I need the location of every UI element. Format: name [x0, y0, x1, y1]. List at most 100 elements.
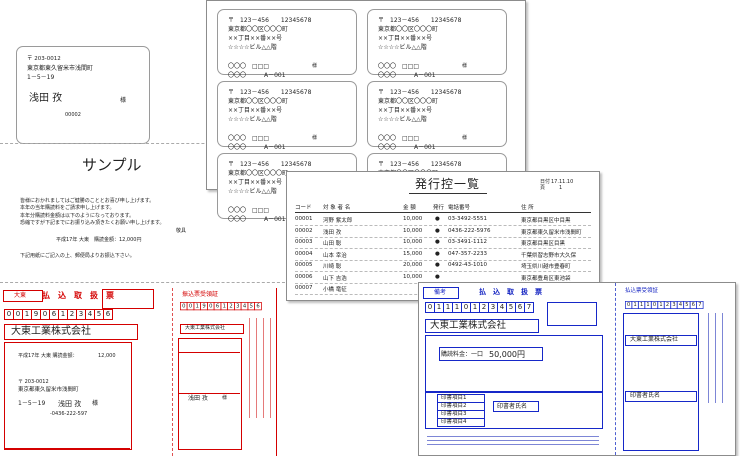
cell-code: 00001 [295, 216, 313, 222]
receipt-field: 印書者氏名 [630, 392, 661, 399]
cell-code: 00004 [295, 250, 313, 257]
slip-zip: 〒 203-0012 [18, 379, 49, 385]
col-code: コード [295, 205, 312, 211]
letter-footer: 下記用紙にご記入の上、郵便局よりお振込下さい。 [20, 253, 135, 259]
label-zip: 〒 123－456 12345678 [378, 17, 462, 24]
receipt-honorific: 様 [222, 395, 228, 401]
amount-value: 50,000円 [489, 350, 525, 359]
col-amount: 金 額 [403, 205, 416, 211]
label-building: ☆☆☆☆ビル△△階 [378, 44, 427, 51]
receipt-name: 浅田 孜 [188, 395, 208, 402]
label-label-code: 〇〇〇 A－001 [228, 144, 286, 151]
table-header: コード 対 象 者 名 金 額 発行 電話番号 住 所 [295, 200, 591, 213]
label-address2: ××丁目××番××号 [378, 107, 433, 114]
cell-code: 00007 [295, 285, 313, 291]
payee-box: 大東工業株式会社 [4, 324, 138, 340]
label-building: ☆☆☆☆ビル△△階 [228, 188, 277, 195]
label-honorific: 様 [312, 63, 318, 69]
label-zip: 〒 123－456 12345678 [378, 89, 462, 96]
label-label-code: 〇〇〇 A－001 [378, 144, 436, 151]
label-address1: 東京都〇〇区〇〇〇町 [228, 98, 289, 105]
letter-line: 本年分購読料金額は以下のようになっております。 [20, 212, 135, 219]
issued-dot-icon: ● [435, 216, 440, 222]
fold-line [0, 282, 290, 283]
cell-addr: 東京都東久留米市浅間町 [521, 229, 582, 236]
cell-amount: 15,000 [403, 250, 423, 257]
vertical-notes [705, 313, 729, 403]
cell-amount: 10,000 [403, 273, 423, 280]
label-building: ☆☆☆☆ビル△△階 [228, 44, 277, 51]
corner-box: 大東 [3, 290, 43, 302]
issue-list-sheet: 発行控一覧 日付 17.11.10 頁 1 コード 対 象 者 名 金 額 発行… [286, 171, 600, 301]
letter-line: 敬具 [175, 227, 186, 234]
cell-name: 小橋 竜征 [323, 287, 347, 293]
letter-title: サンプル [82, 156, 142, 174]
receipt-payee-box: 大東工業株式会社 [625, 335, 697, 346]
letter-body: 皆様におかれましてはご健勝のこととお喜び申し上げます。 本年の当年購読料をご請求… [20, 198, 200, 235]
print-field-label: 印書項目4 [441, 419, 467, 425]
postcard-honorific: 様 [120, 97, 127, 104]
label-label-code: 〇〇〇 A－001 [228, 72, 286, 79]
account-digit: 6 [103, 309, 113, 320]
receipt-box [178, 338, 242, 450]
payee-name: 大東工業株式会社 [11, 326, 91, 337]
cell-amount: 10,000 [403, 216, 423, 222]
cell-tel: 0436-222-5976 [448, 227, 491, 234]
message-box [425, 335, 603, 393]
cell-amount: 10,000 [403, 227, 423, 234]
payee-box: 大東工業株式会社 [425, 319, 539, 333]
amount-label: 購読料金：一口 [441, 351, 484, 358]
page-label: 頁 [540, 185, 546, 191]
slip-address2: 1－5－19 [18, 400, 46, 407]
payee-name: 大東工業株式会社 [430, 320, 507, 331]
label-zip: 〒 123－456 12345678 [378, 161, 462, 168]
letter-amount: 平成17年 大東 購読金額：12,000円 [56, 237, 142, 243]
right-margin-line [276, 288, 277, 456]
cell-code: 00005 [295, 262, 313, 268]
col-name: 対 象 者 名 [323, 205, 351, 211]
cell-tel: 03-3492-5551 [448, 216, 487, 222]
date-label: 日付 [540, 179, 551, 185]
cell-name: 山本 幸治 [323, 252, 347, 259]
cell-addr: 埼玉県川越市豊春町 [521, 264, 571, 270]
receipt-payee: 大東工業株式会社 [185, 325, 226, 331]
label-zip: 〒 123－456 12345678 [228, 89, 312, 96]
cell-name: 山下 吉浩 [323, 275, 347, 282]
cell-addr: 千葉県習志野市大久保 [521, 252, 577, 259]
cell-code: 00002 [295, 227, 313, 234]
corner-label: 大東 [14, 292, 27, 299]
label-name-left: 〇〇〇 □□□ [378, 63, 420, 70]
label-address2: ××丁目××番××号 [228, 107, 283, 114]
label-name-left: 〇〇〇 □□□ [228, 207, 270, 214]
col-tel: 電話番号 [448, 205, 471, 211]
cell-code: 00006 [295, 273, 313, 280]
letter-line: 本年の当年購読料をご請求申し上げます。 [20, 205, 115, 212]
address-box [4, 342, 132, 450]
postcard-address2: 1－5－19 [27, 74, 55, 81]
issued-dot-icon: ● [435, 239, 440, 245]
amount-box [439, 347, 543, 361]
cell-amount: 10,000 [403, 239, 423, 245]
page-value: 1 [559, 185, 563, 191]
slip-perforation [615, 283, 616, 455]
print-field-box: 印書項目4 [437, 418, 485, 427]
cell-tel: 047-357-2233 [448, 250, 487, 257]
postcard-name: 浅田 孜 [29, 93, 63, 104]
label-address1: 東京都〇〇区〇〇〇町 [378, 26, 439, 33]
slip-note: 平成17年 大東 購読金額： [18, 353, 78, 359]
slip-note-value: 12,000 [98, 353, 116, 359]
cell-addr: 東京都目黒区目黒 [521, 241, 566, 247]
issue-list-title: 発行控一覧 [415, 177, 481, 191]
cell-name: 川崎 聡 [323, 264, 342, 270]
title-underline [409, 193, 487, 194]
